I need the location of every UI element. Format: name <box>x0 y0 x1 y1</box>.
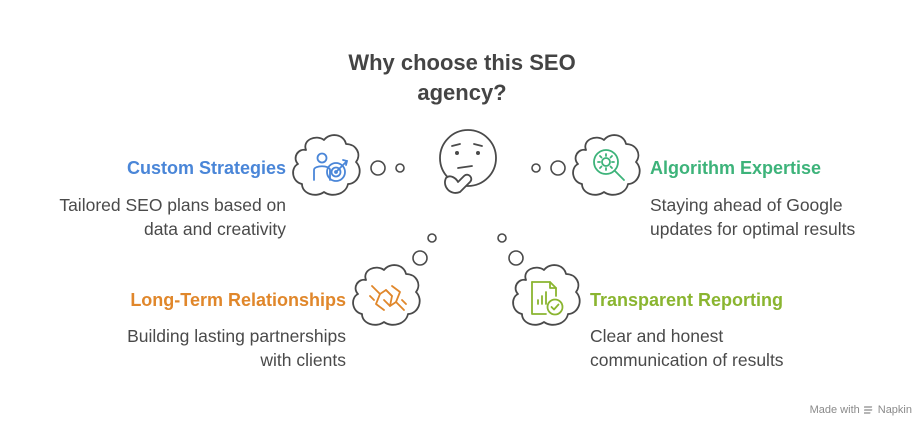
footer-brand: Napkin <box>877 404 912 416</box>
cloud-algorithm-expertise <box>572 134 641 196</box>
desc-custom-strategies-line-2: data and creativity <box>143 219 286 239</box>
desc-long-term-relationships: Building lasting partnerships with clien… <box>127 324 346 372</box>
thought-dot <box>497 233 507 243</box>
footer-text: Made with <box>809 404 860 416</box>
heading-long-term-relationships: Long-Term Relationships <box>130 290 346 310</box>
cloud-long-term-relationships <box>352 264 421 326</box>
target-strategy-icon <box>313 152 349 182</box>
thought-dot <box>427 233 437 243</box>
napkin-logo-icon <box>863 406 873 414</box>
desc-custom-strategies-line-1: Tailored SEO plans based on <box>59 195 286 215</box>
search-gear-icon <box>593 149 625 181</box>
desc-custom-strategies: Tailored SEO plans based on data and cre… <box>59 193 286 241</box>
page-title: Why choose this SEO agency? <box>348 50 576 105</box>
thought-dot <box>370 160 386 176</box>
thought-dot <box>412 250 428 266</box>
desc-algorithm-expertise: Staying ahead of Google updates for opti… <box>650 193 855 241</box>
desc-long-term-relationships-line-1: Building lasting partnerships <box>127 326 346 346</box>
thought-dot <box>508 250 524 266</box>
desc-transparent-reporting-line-1: Clear and honest <box>590 326 724 346</box>
heading-transparent-reporting: Transparent Reporting <box>590 290 784 310</box>
thought-dot <box>395 163 405 173</box>
desc-algorithm-expertise-line-2: updates for optimal results <box>650 219 856 239</box>
desc-transparent-reporting: Clear and honest communication of result… <box>590 324 784 372</box>
report-check-icon <box>531 281 564 316</box>
thought-dots <box>370 160 566 266</box>
heading-algorithm-expertise: Algorithm Expertise <box>650 158 822 178</box>
desc-transparent-reporting-line-2: communication of results <box>590 350 784 370</box>
footer-credit: Made with Napkin <box>810 404 912 416</box>
thought-dot <box>550 160 566 176</box>
desc-algorithm-expertise-line-1: Staying ahead of Google <box>650 195 843 215</box>
heading-custom-strategies: Custom Strategies <box>126 158 286 178</box>
desc-long-term-relationships-line-2: with clients <box>260 350 346 370</box>
thinking-face-icon <box>439 129 497 194</box>
thought-dot <box>531 163 541 173</box>
cloud-custom-strategies <box>292 134 361 196</box>
handshake-icon <box>369 285 407 311</box>
